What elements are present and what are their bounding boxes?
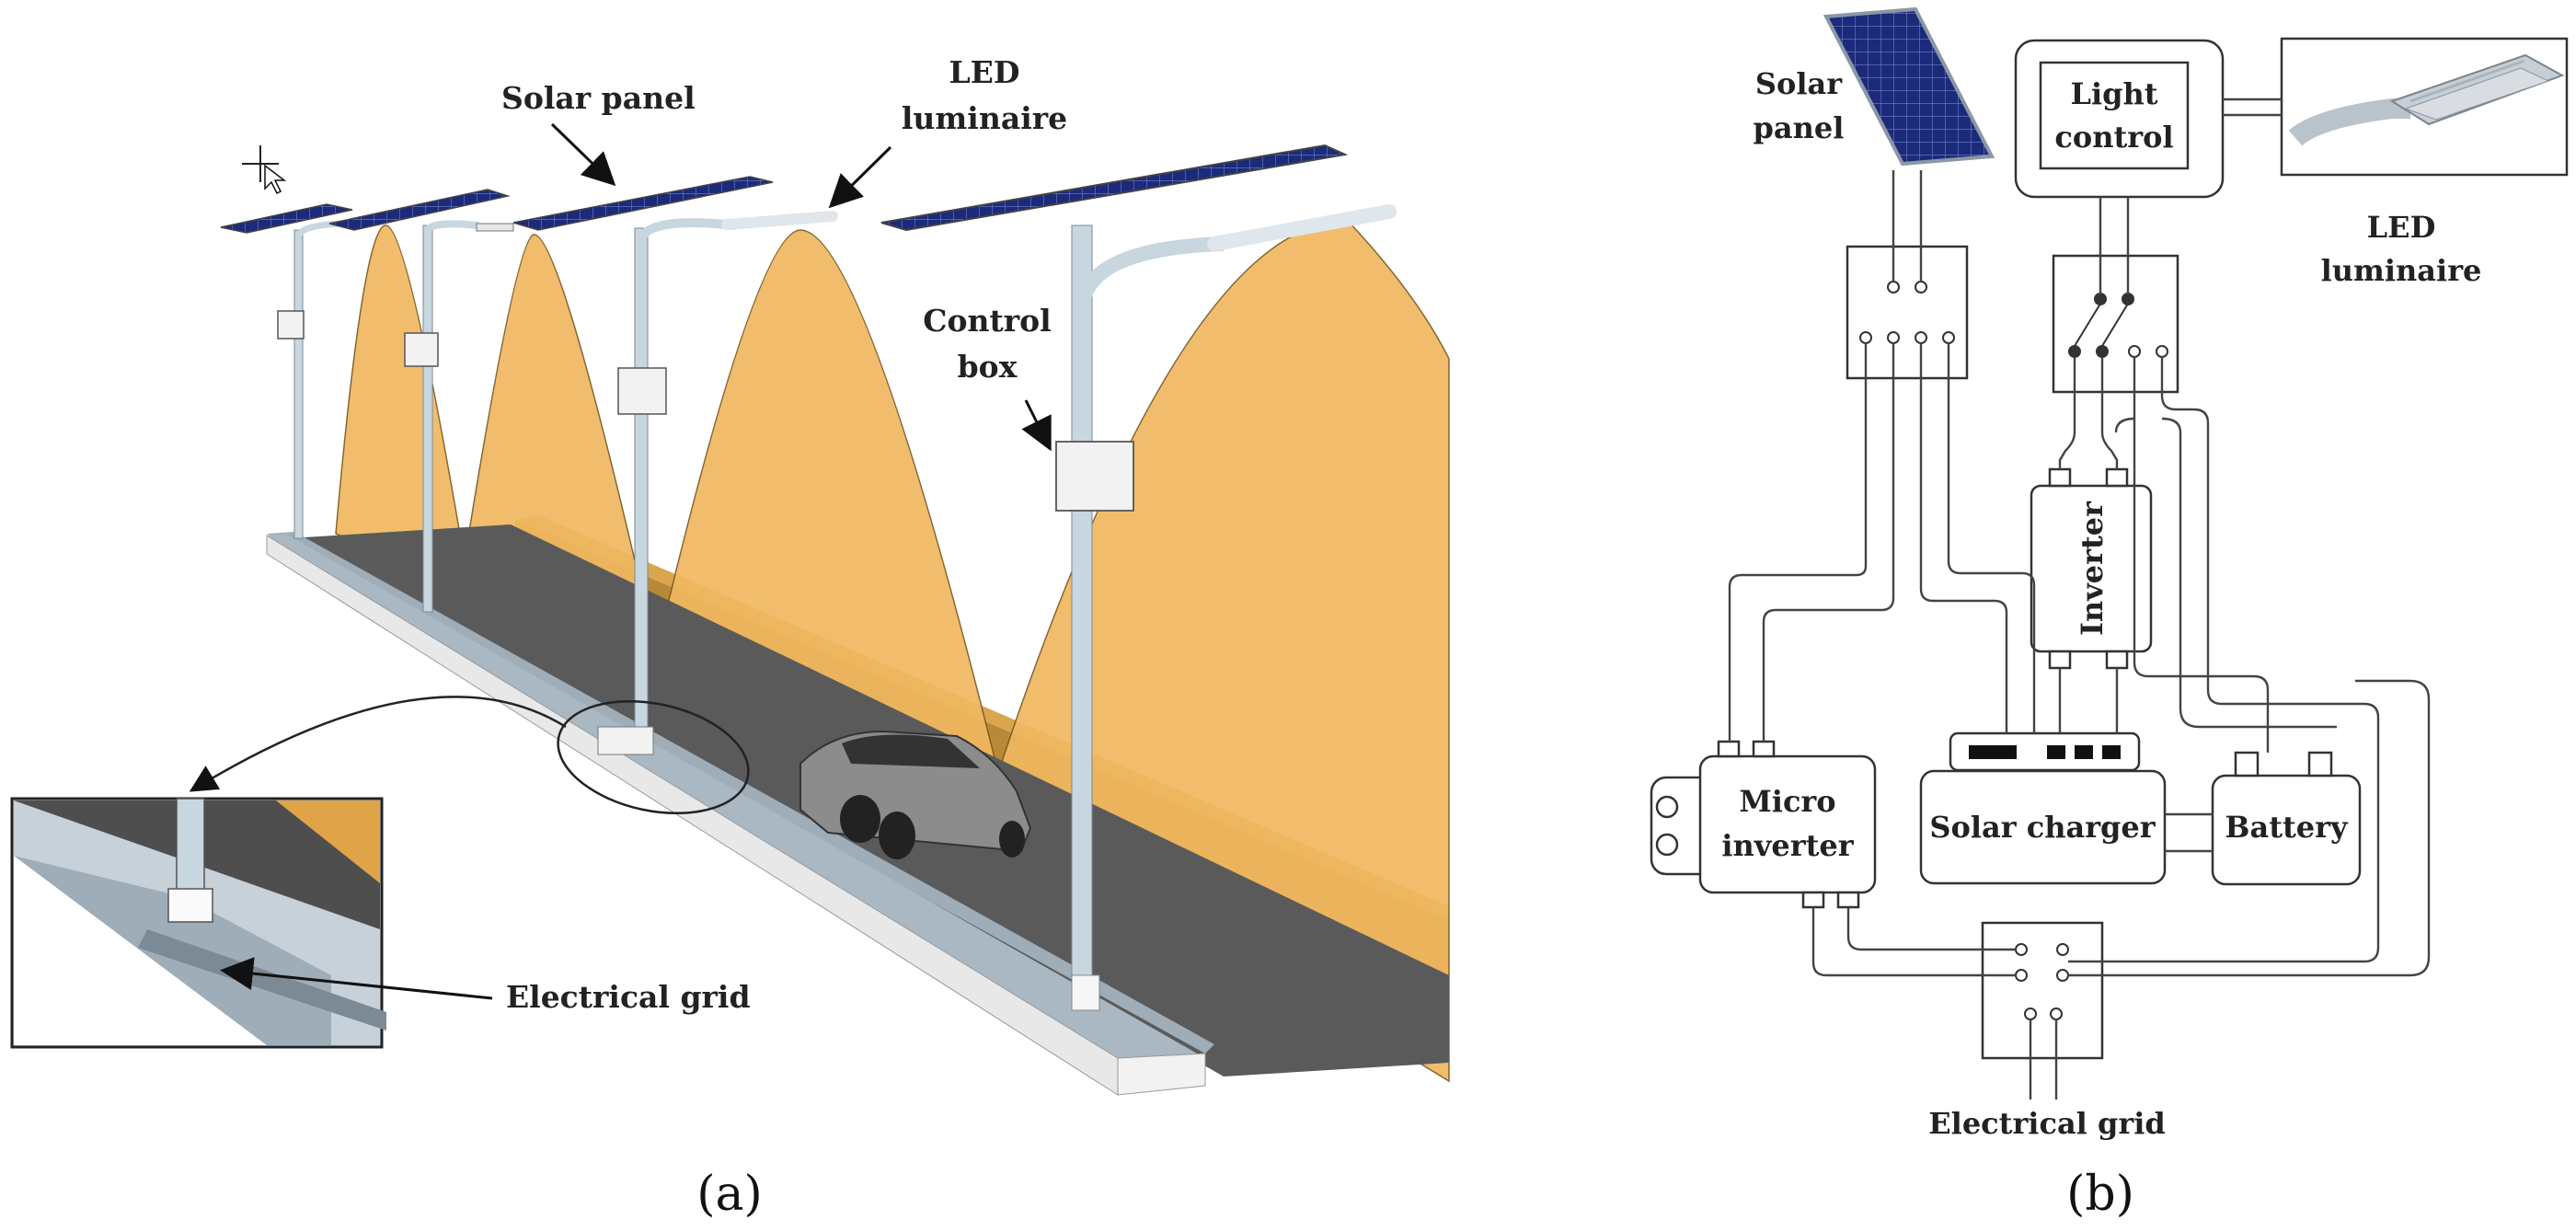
label-light-control-line1: Light bbox=[2070, 76, 2157, 111]
street-light-4 bbox=[880, 144, 1397, 1011]
arrow-electrical-grid-a bbox=[220, 957, 493, 1000]
grid-junction-box bbox=[1981, 921, 2104, 1060]
solar-panel-icon bbox=[1823, 6, 1995, 167]
panel-a-street-light-scene: Solar panel LED luminaire Control box El… bbox=[10, 54, 1450, 1222]
micro-inverter-terminal-3 bbox=[1801, 891, 1825, 909]
battery-box bbox=[2211, 774, 2362, 886]
solar-charger-indicator-1 bbox=[2047, 745, 2065, 759]
label-led-luminaire-a-line2: luminaire bbox=[902, 100, 1067, 136]
light-cone-1 bbox=[335, 225, 470, 591]
micro-inverter-terminal-1 bbox=[1717, 740, 1741, 758]
solar-charger-indicator-2 bbox=[2075, 745, 2093, 759]
label-micro-inverter-line2: inverter bbox=[1721, 828, 1854, 863]
arrow-led-luminaire-a bbox=[828, 145, 892, 209]
street-light-2 bbox=[328, 189, 514, 613]
label-led-luminaire-a-line1: LED bbox=[949, 54, 1020, 90]
label-inverter: Inverter bbox=[2075, 501, 2110, 636]
label-electrical-grid-a: Electrical grid bbox=[506, 979, 751, 1015]
label-led-luminaire-b-line1: LED bbox=[2367, 210, 2436, 245]
label-solar-charger: Solar charger bbox=[1929, 810, 2156, 845]
cable-runs bbox=[1728, 343, 2431, 977]
callout-arrow bbox=[189, 696, 567, 792]
inverter-box bbox=[2030, 484, 2153, 653]
label-micro-inverter-line1: Micro bbox=[1739, 784, 1835, 819]
caption-b: (b) bbox=[2066, 1167, 2134, 1222]
solar-junction-terminals bbox=[1859, 281, 1955, 344]
micro-inverter-box bbox=[1698, 754, 1877, 894]
solar-charger-indicator-3 bbox=[2102, 745, 2121, 759]
inverter-terminal-top-2 bbox=[2105, 467, 2129, 488]
label-control-box-line2: box bbox=[958, 349, 1018, 385]
caption-a: (a) bbox=[696, 1167, 763, 1222]
label-solar-panel-b-line1: Solar bbox=[1755, 66, 1843, 101]
inverter-terminal-bottom-1 bbox=[2048, 650, 2072, 670]
battery-terminal-2 bbox=[2307, 751, 2333, 777]
move-cursor-icon bbox=[242, 145, 287, 195]
label-battery: Battery bbox=[2225, 810, 2349, 845]
arrow-control-box bbox=[1021, 399, 1052, 452]
label-electrical-grid-b: Electrical grid bbox=[1928, 1106, 2165, 1141]
inset-grid-detail bbox=[10, 797, 386, 1049]
arrow-solar-panel-a bbox=[550, 122, 616, 187]
micro-inverter-terminal-4 bbox=[1836, 891, 1860, 909]
car bbox=[799, 730, 1032, 859]
battery-terminal-1 bbox=[2234, 751, 2260, 777]
callout-ellipse bbox=[557, 699, 750, 815]
street-light-3 bbox=[512, 176, 838, 755]
label-solar-panel-b-line2: panel bbox=[1754, 110, 1845, 145]
led-luminaire-icon bbox=[2288, 53, 2565, 146]
label-light-control-line2: control bbox=[2054, 120, 2173, 155]
sidewalk-end bbox=[1117, 1053, 1206, 1096]
panel-b-wiring-diagram: Solar panel Light control LED luminaire bbox=[1650, 6, 2569, 1222]
light-control-box bbox=[2039, 61, 2190, 170]
label-led-luminaire-b-line2: luminaire bbox=[2321, 253, 2482, 288]
label-control-box-line1: Control bbox=[923, 303, 1051, 339]
inverter-terminal-top-1 bbox=[2048, 467, 2072, 488]
street-light-1 bbox=[220, 203, 353, 539]
solar-junction-box bbox=[1846, 245, 1969, 380]
micro-inverter-terminal-2 bbox=[1752, 740, 1776, 758]
micro-inverter-port-2 bbox=[1655, 833, 1679, 857]
micro-inverter-port-1 bbox=[1655, 795, 1679, 819]
solar-charger-display bbox=[1969, 745, 2017, 759]
solar-charger-box bbox=[1919, 769, 2167, 885]
inverter-terminal-bottom-2 bbox=[2105, 650, 2129, 670]
label-solar-panel-a: Solar panel bbox=[501, 80, 696, 116]
